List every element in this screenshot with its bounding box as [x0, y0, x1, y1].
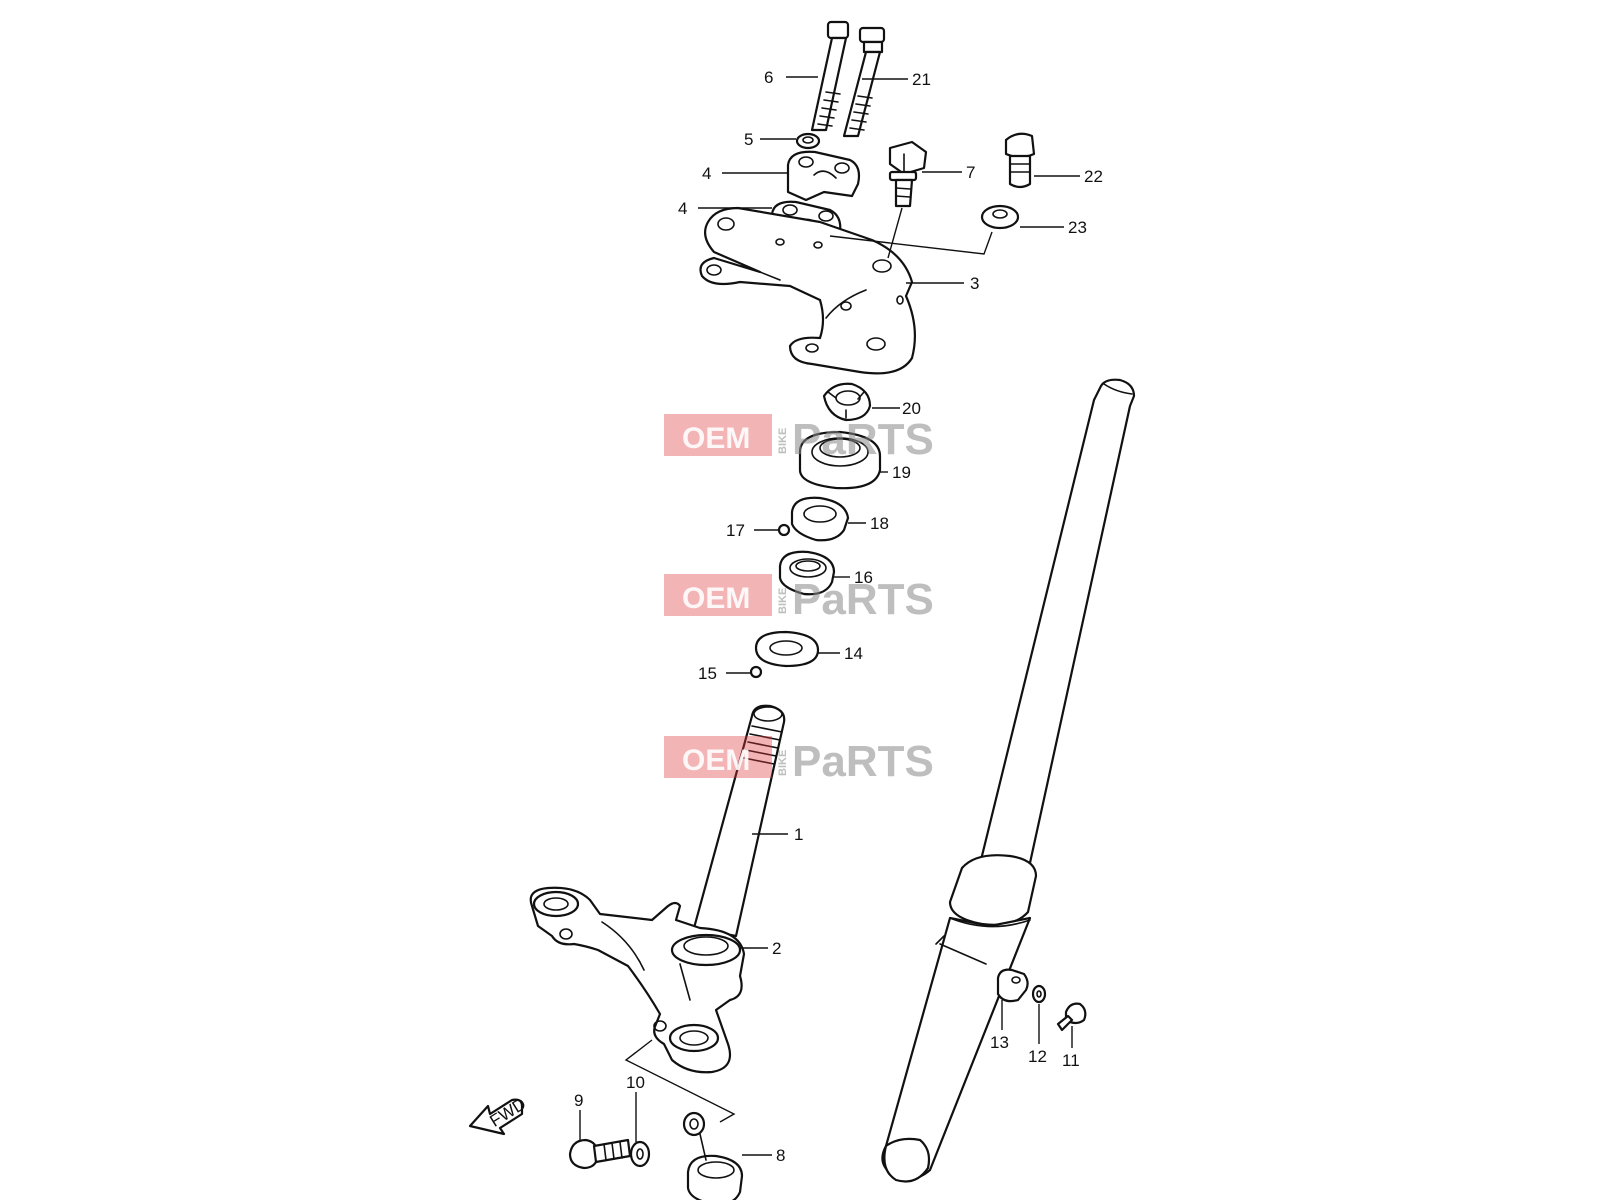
watermark-bike-text: BIKE	[777, 428, 789, 454]
callout-3: 3	[970, 274, 979, 293]
fwd-label: FWD	[486, 1094, 529, 1131]
callout-19: 19	[892, 463, 911, 482]
callout-10: 10	[626, 1073, 645, 1092]
washer-5	[795, 132, 821, 150]
watermark-oem-text: OEM	[682, 422, 750, 455]
bearing-race-18	[790, 496, 850, 542]
screw-11	[1056, 1002, 1087, 1032]
bolt-9	[568, 1138, 632, 1170]
bolt-21	[842, 26, 886, 138]
callout-4-lower: 4	[678, 199, 687, 218]
watermark-oem-bike-parts-2: OEM BIKE PaRTS	[664, 574, 934, 624]
callout-8: 8	[776, 1146, 785, 1165]
callout-4-upper: 4	[702, 164, 711, 183]
callout-5: 5	[744, 130, 753, 149]
upper-bracket-3	[699, 206, 916, 375]
bracket-3-reference-line	[829, 231, 993, 255]
steering-nut-20	[822, 382, 872, 422]
callout-leaders	[579, 76, 1080, 1156]
callout-20: 20	[902, 399, 921, 418]
lower-bracket-reference-line	[624, 1039, 736, 1123]
hose-clamp-13	[996, 968, 1029, 1003]
callout-18: 18	[870, 514, 889, 533]
watermark-oem-bike-parts-1: OEM BIKE PaRTS	[664, 414, 934, 464]
watermark-bike-text: BIKE	[777, 750, 789, 776]
callout-9: 9	[574, 1091, 583, 1110]
callout-14: 14	[844, 644, 863, 663]
bolt-7	[888, 140, 928, 208]
watermark-oem-text: OEM	[682, 582, 750, 615]
callout-7: 7	[966, 163, 975, 182]
front-fork-assembly	[881, 378, 1136, 1183]
bearing-16	[778, 550, 836, 596]
watermark-oem-bike-parts-3: OEM BIKE PaRTS	[664, 736, 934, 786]
watermark-oem-text: OEM	[682, 744, 750, 777]
forward-direction-arrow: FWD	[468, 1094, 529, 1136]
watermark-parts-text: PaRTS	[792, 575, 934, 624]
bolt-7-axis-line	[887, 207, 903, 259]
lower-bracket-2	[529, 886, 746, 1074]
callout-17: 17	[726, 521, 745, 540]
handlebar-holder-upper	[786, 150, 861, 202]
callout-1: 1	[794, 825, 803, 844]
washer-12	[1031, 984, 1047, 1004]
dust-seal-19	[798, 430, 882, 490]
ball-17	[777, 523, 791, 537]
washer-23	[980, 204, 1020, 230]
bolt-22	[1004, 132, 1036, 189]
callout-21: 21	[912, 70, 931, 89]
callout-16: 16	[854, 568, 873, 587]
washer-10	[629, 1140, 651, 1168]
watermark-bike-text: BIKE	[777, 588, 789, 614]
callout-12: 12	[1028, 1047, 1047, 1066]
callout-15: 15	[698, 664, 717, 683]
callout-11: 11	[1062, 1051, 1080, 1070]
watermark-parts-text: PaRTS	[792, 737, 934, 786]
bolt-6	[810, 20, 850, 132]
callout-23: 23	[1068, 218, 1087, 237]
washer-14	[754, 630, 820, 668]
callout-labels: 6 21 5 4 4 7 22 23 3 20 19 18 17 16 14 1…	[574, 68, 1103, 1165]
watermark-parts-text: PaRTS	[792, 415, 934, 464]
callout-2: 2	[772, 939, 781, 958]
clamp-8	[682, 1111, 744, 1200]
callout-13: 13	[990, 1033, 1009, 1052]
callout-6: 6	[764, 68, 773, 87]
ball-15	[749, 665, 763, 679]
callout-22: 22	[1084, 167, 1103, 186]
steering-stem-1	[692, 704, 786, 938]
